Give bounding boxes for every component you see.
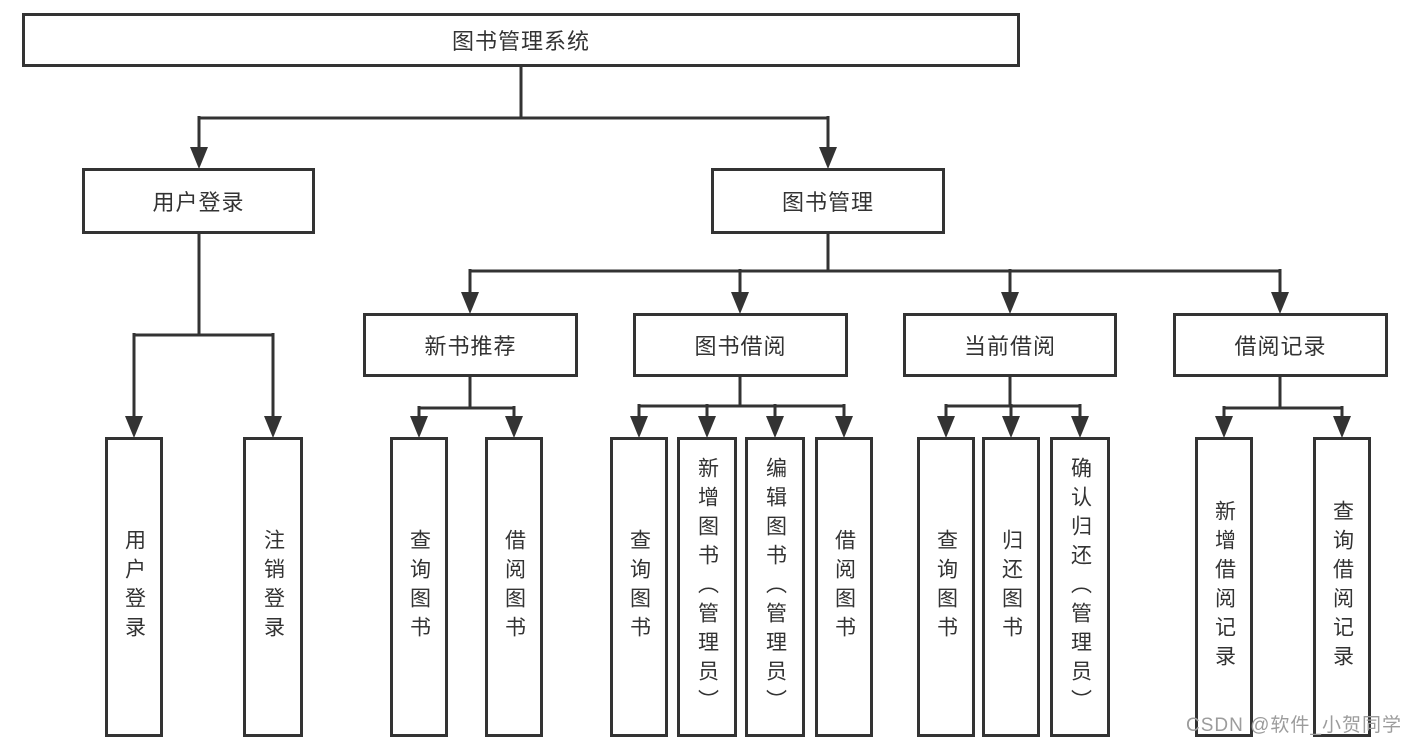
node-user-login-label: 用户登录	[152, 190, 245, 215]
node-book-management-label: 图书管理	[781, 190, 874, 215]
leaf-search-borrow-record: 查询借阅记录	[1313, 437, 1371, 737]
leaf-add-borrow-record-label: 新增借阅记录	[1212, 500, 1236, 674]
leaf-return-books: 归还图书	[982, 437, 1040, 737]
leaf-logout-label: 注销登录	[261, 529, 285, 645]
leaf-borrow-books-recommend-label: 借阅图书	[502, 529, 526, 645]
leaf-search-borrow-record-label: 查询借阅记录	[1330, 500, 1354, 674]
leaf-edit-books-admin-label: 编辑图书（管理员）	[763, 456, 787, 718]
leaf-search-books-borrowing: 查询图书	[610, 437, 668, 737]
leaf-borrow-books: 借阅图书	[815, 437, 873, 737]
leaf-add-books-admin: 新增图书（管理员）	[677, 437, 737, 737]
leaf-search-books-current-label: 查询图书	[934, 529, 958, 645]
leaf-borrow-books-recommend: 借阅图书	[485, 437, 543, 737]
node-borrowing-records-label: 借阅记录	[1234, 334, 1327, 359]
leaf-user-login: 用户登录	[105, 437, 163, 737]
leaf-borrow-books-label: 借阅图书	[832, 529, 856, 645]
node-current-borrowing: 当前借阅	[903, 313, 1117, 377]
leaf-logout: 注销登录	[243, 437, 303, 737]
leaf-edit-books-admin: 编辑图书（管理员）	[745, 437, 805, 737]
node-book-borrowing: 图书借阅	[633, 313, 848, 377]
leaf-search-books-borrowing-label: 查询图书	[627, 529, 651, 645]
leaf-confirm-return-admin: 确认归还（管理员）	[1050, 437, 1110, 737]
csdn-watermark: CSDN @软件_小贺同学	[1186, 715, 1402, 736]
node-user-login: 用户登录	[82, 168, 315, 234]
leaf-search-books-recommend-label: 查询图书	[407, 529, 431, 645]
node-new-book-recommendation: 新书推荐	[363, 313, 578, 377]
node-book-management: 图书管理	[711, 168, 945, 234]
node-root-system: 图书管理系统	[22, 13, 1020, 67]
node-book-borrowing-label: 图书借阅	[694, 334, 787, 359]
leaf-confirm-return-admin-label: 确认归还（管理员）	[1068, 456, 1092, 718]
leaf-add-books-admin-label: 新增图书（管理员）	[695, 456, 719, 718]
leaf-user-login-label: 用户登录	[122, 529, 146, 645]
leaf-return-books-label: 归还图书	[999, 529, 1023, 645]
leaf-search-books-current: 查询图书	[917, 437, 975, 737]
node-current-borrowing-label: 当前借阅	[963, 334, 1056, 359]
node-root-system-label: 图书管理系统	[451, 29, 590, 54]
leaf-search-books-recommend: 查询图书	[390, 437, 448, 737]
node-borrowing-records: 借阅记录	[1173, 313, 1388, 377]
leaf-add-borrow-record: 新增借阅记录	[1195, 437, 1253, 737]
node-new-book-recommendation-label: 新书推荐	[424, 334, 517, 359]
